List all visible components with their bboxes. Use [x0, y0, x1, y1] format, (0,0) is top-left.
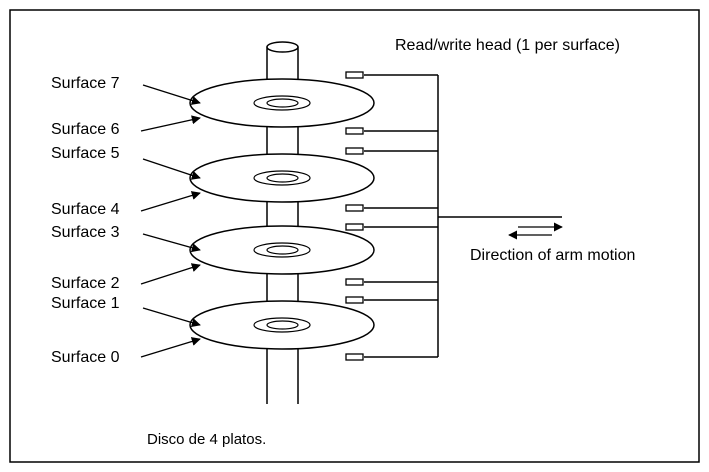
frame-border: [9, 9, 700, 463]
arm-motion-label: Direction of arm motion: [470, 247, 636, 264]
leader-surface-4: [140, 191, 201, 212]
leader-surface-3: [142, 233, 201, 253]
surface-label-0: Surface 0: [51, 349, 120, 366]
head-surface-1: [345, 296, 364, 304]
platter-3: [189, 225, 375, 275]
head-surface-6: [345, 127, 364, 135]
platter-1: [189, 78, 375, 128]
arm-motion-arrows: [508, 222, 563, 240]
head-surface-3: [345, 223, 364, 231]
head-surface-7: [345, 71, 364, 79]
surface-label-3: Surface 3: [51, 224, 120, 241]
caption: Disco de 4 platos.: [147, 431, 267, 448]
leader-surface-5: [142, 158, 201, 180]
surface-label-1: Surface 1: [51, 295, 120, 312]
surface-label-5: Surface 5: [51, 145, 120, 162]
diagram-title: Read/write head (1 per surface): [395, 37, 620, 54]
leader-surface-1: [142, 307, 201, 328]
platter-2: [189, 153, 375, 203]
head-surface-2: [345, 278, 364, 286]
platter-4: [189, 300, 375, 350]
leader-surface-2: [140, 263, 201, 285]
head-surface-4: [345, 204, 364, 212]
surface-label-6: Surface 6: [51, 121, 120, 138]
leader-surface-7: [142, 84, 201, 105]
head-surface-5: [345, 147, 364, 155]
head-assembly: [364, 74, 562, 358]
leader-surface-0: [140, 337, 201, 358]
head-surface-0: [345, 353, 364, 361]
surface-leaders: [140, 84, 201, 358]
surface-label-2: Surface 2: [51, 275, 120, 292]
surface-label-4: Surface 4: [51, 201, 120, 218]
surface-label-7: Surface 7: [51, 75, 120, 92]
read-write-heads: [345, 71, 364, 361]
leader-surface-6: [140, 115, 201, 132]
